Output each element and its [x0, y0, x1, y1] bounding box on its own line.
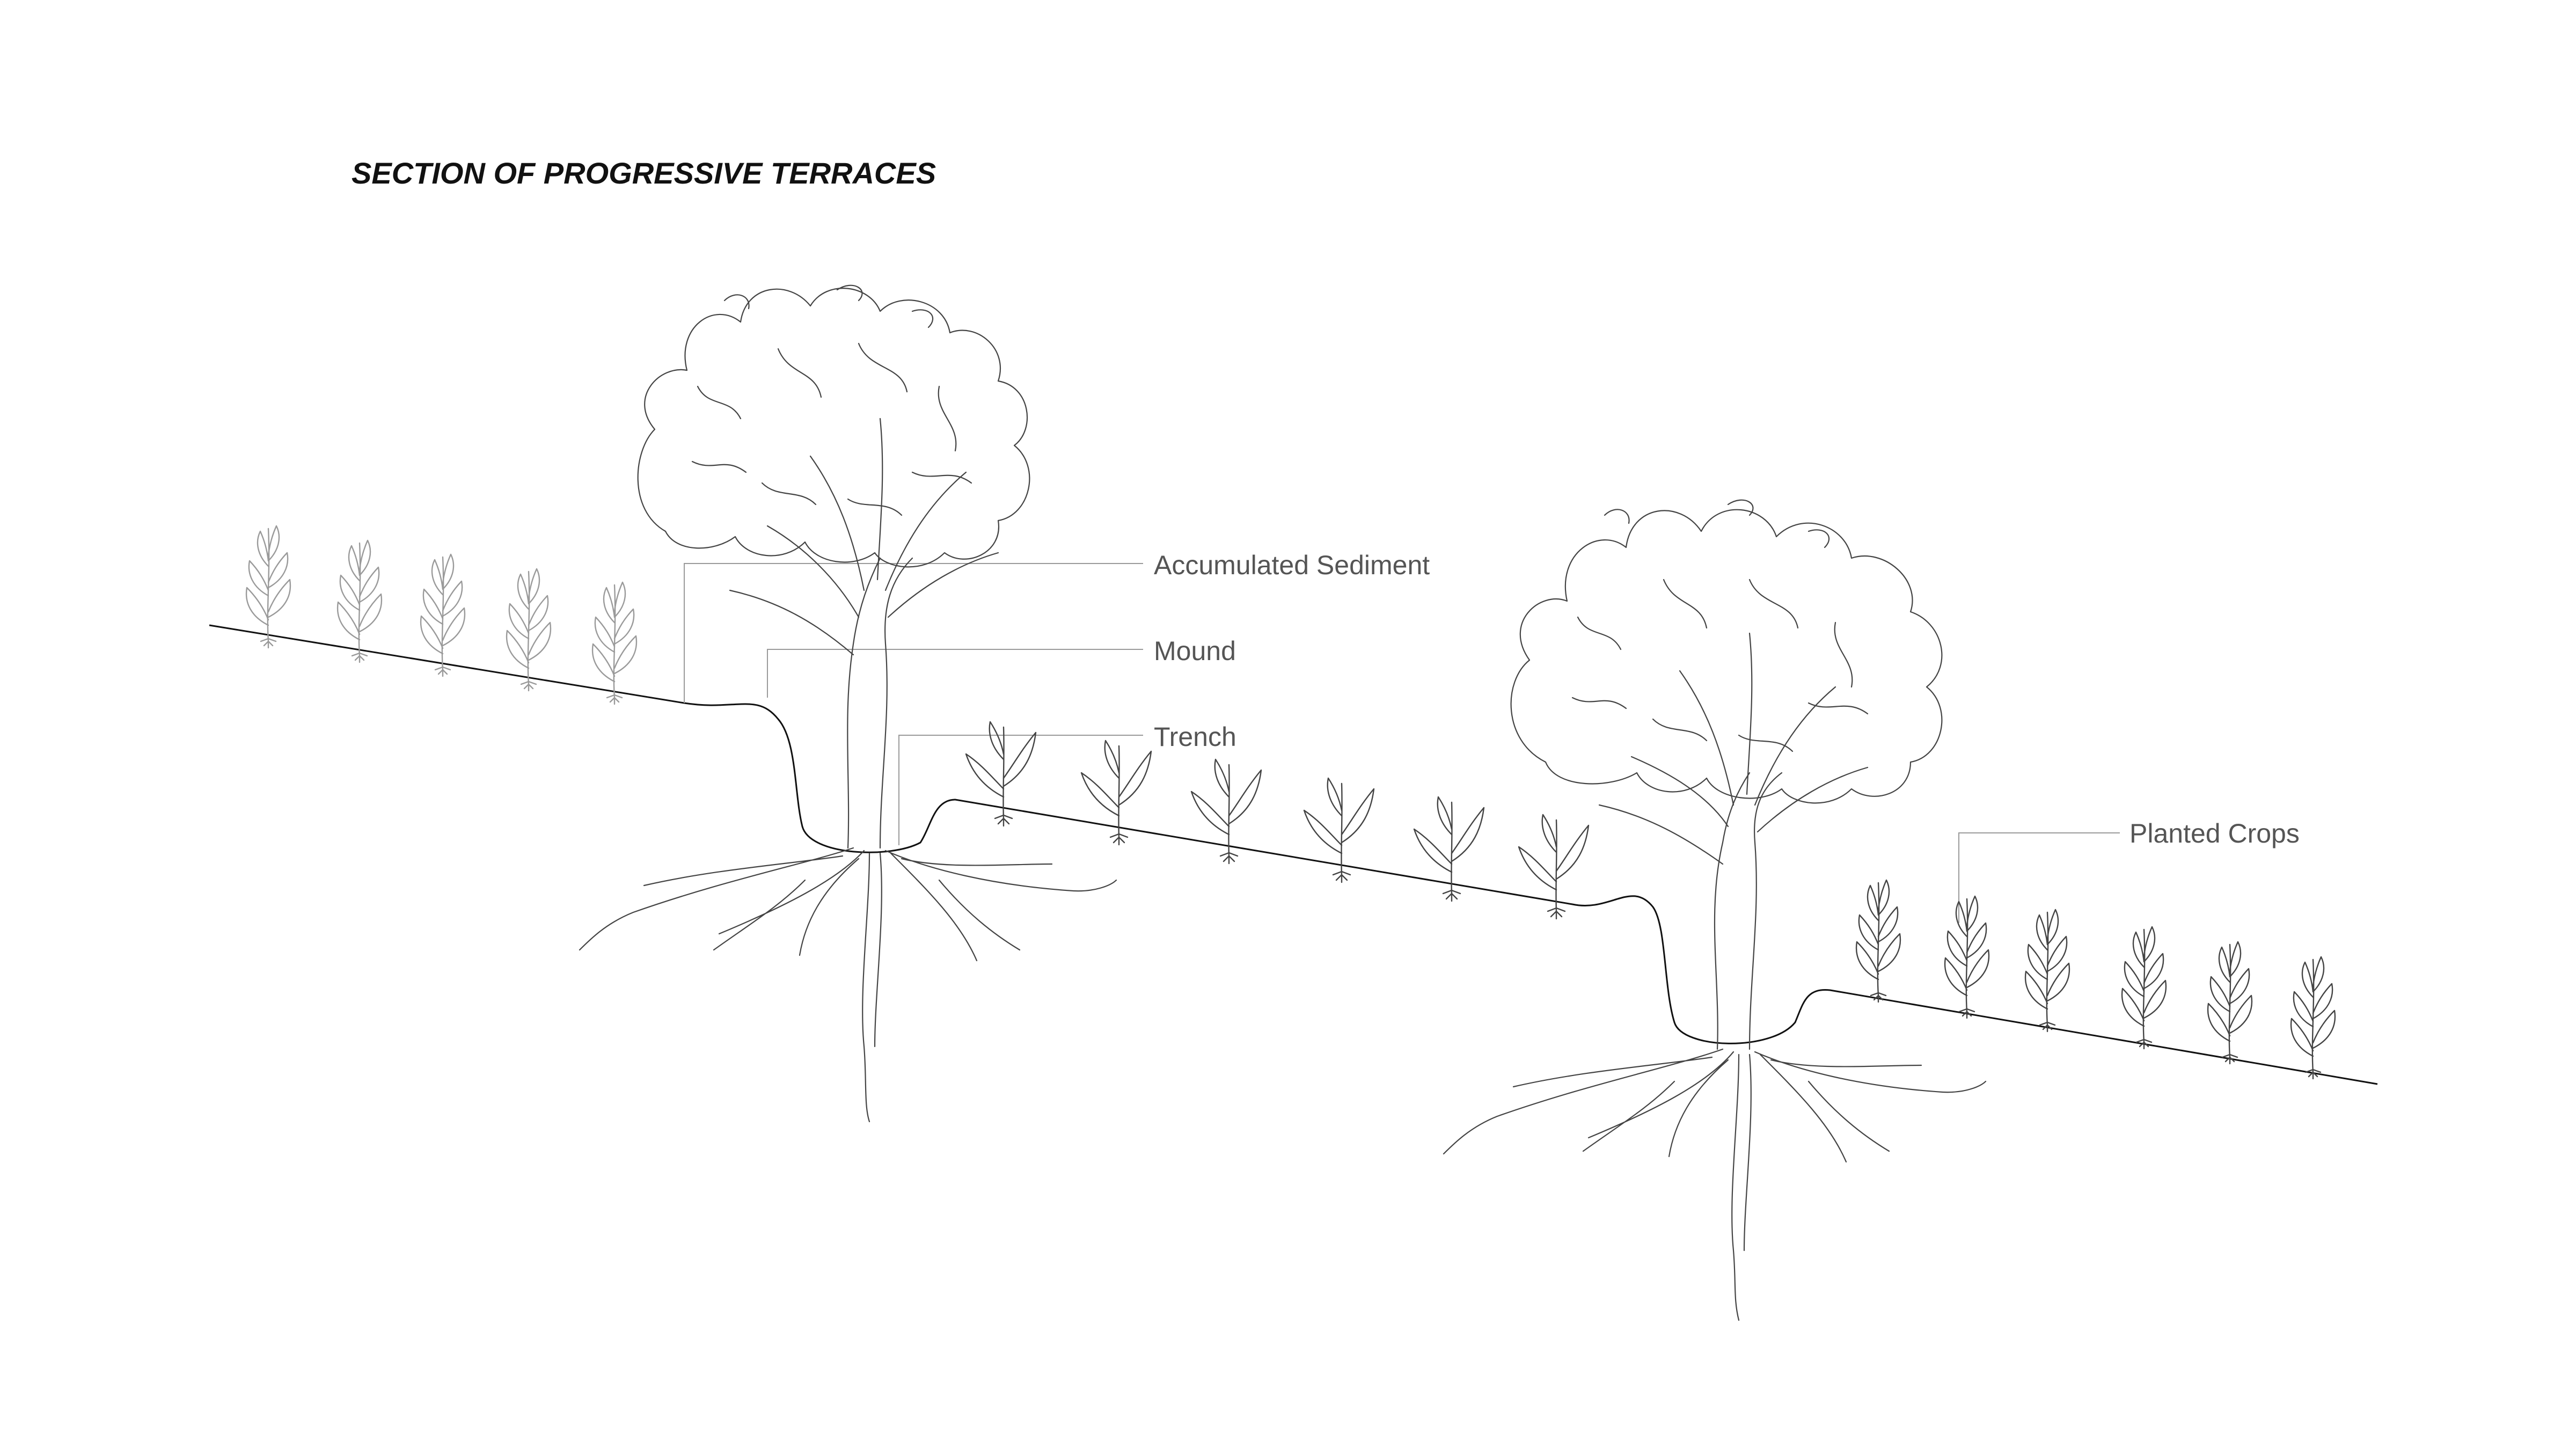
crop-upper-3 — [420, 553, 466, 677]
crop-lower-6 — [2290, 956, 2336, 1080]
crop-lower-1 — [1855, 879, 1901, 1003]
crop-lower-3 — [2024, 909, 2070, 1033]
crop-lower-5 — [2207, 941, 2253, 1065]
crop-middle-1 — [965, 721, 1037, 827]
crops-lower-row — [1855, 879, 2336, 1080]
crop-lower-2 — [1944, 895, 1990, 1019]
leader-mound — [767, 649, 1143, 698]
tree-2-roots — [1443, 1048, 1987, 1321]
label-planted-crops: Planted Crops — [2129, 818, 2300, 848]
crops-upper-row — [245, 525, 638, 705]
leader-trench — [898, 735, 1143, 845]
tree-1-canopy — [637, 288, 1030, 568]
crop-upper-2 — [336, 539, 383, 663]
label-accumulated-sediment: Accumulated Sediment — [1154, 550, 1430, 580]
crop-middle-2 — [1080, 740, 1152, 846]
crop-upper-1 — [245, 525, 291, 649]
tree-2-trunk — [1714, 772, 1783, 1050]
tree-2 — [1443, 499, 1987, 1321]
crop-upper-4 — [506, 568, 552, 692]
label-mound: Mound — [1154, 636, 1236, 666]
crop-middle-6 — [1518, 814, 1590, 920]
crop-middle-5 — [1413, 796, 1485, 902]
leader-accumulated-sediment — [684, 563, 1143, 703]
leader-planted-crops — [1958, 832, 2120, 923]
ground-profile-line — [209, 624, 2378, 1085]
tree-2-canopy — [1510, 509, 1943, 804]
tree-1-trunk — [847, 557, 913, 849]
label-trench: Trench — [1154, 722, 1236, 752]
crop-middle-4 — [1303, 777, 1375, 883]
crop-lower-4 — [2121, 926, 2167, 1050]
tree-1 — [579, 284, 1117, 1123]
diagram-title: SECTION OF PROGRESSIVE TERRACES — [352, 156, 936, 190]
crop-upper-5 — [591, 581, 638, 705]
tree-1-roots — [579, 847, 1117, 1123]
crop-middle-3 — [1190, 758, 1262, 865]
